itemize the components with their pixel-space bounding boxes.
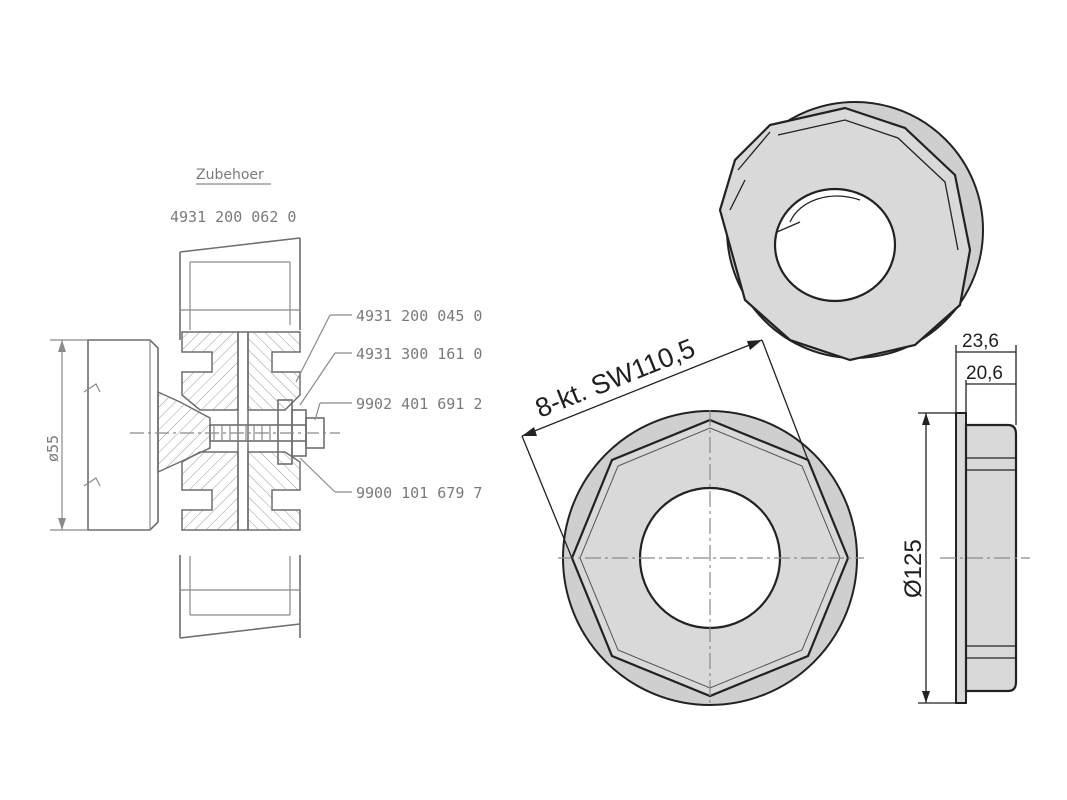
section-title: Zubehoer (196, 167, 264, 183)
tube-outline (179, 237, 301, 639)
diameter-125-dimension (918, 412, 956, 704)
width-dimensions (955, 345, 1017, 425)
width-inner-label: 20,6 (966, 363, 1003, 384)
callout-part-1: 4931 200 045 0 (356, 307, 482, 325)
bolt-assembly (130, 390, 340, 474)
callout-part-2: 4931 300 161 0 (356, 345, 482, 363)
across-flats-dimension (521, 339, 809, 657)
side-view: 23,6 20,6 Ø125 (900, 331, 1030, 704)
assembly-number: 4931 200 062 0 (170, 208, 296, 226)
shaft-stub (83, 339, 159, 531)
section-view: Zubehoer 4931 200 062 0 (44, 167, 482, 639)
width-outer-label: 23,6 (962, 331, 999, 352)
diameter-55-label: ø55 (44, 435, 62, 462)
front-view: 8-kt. SW110,5 (521, 333, 864, 706)
across-flats-label: 8-kt. SW110,5 (531, 333, 699, 424)
callout-part-4: 9900 101 679 7 (356, 484, 482, 502)
leader-lines (295, 314, 352, 493)
callout-part-3: 9902 401 691 2 (356, 395, 482, 413)
isometric-view (718, 101, 984, 362)
diameter-125-label: Ø125 (900, 539, 927, 598)
diameter-55-dimension (50, 339, 88, 531)
